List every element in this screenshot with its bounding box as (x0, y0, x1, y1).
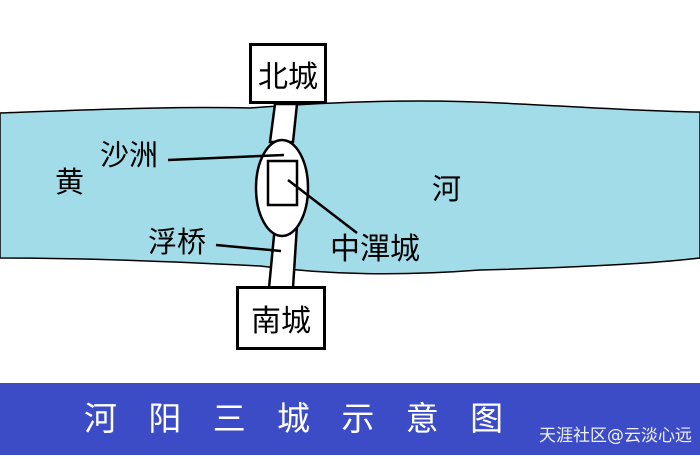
river-left-label: 黄 (55, 165, 85, 199)
bridge-leader (215, 243, 282, 253)
middle-city-leader (287, 179, 358, 234)
river-right-label: 河 (432, 172, 462, 206)
sandbar-label: 沙洲 (100, 138, 159, 172)
river (0, 100, 700, 275)
bridge-north (268, 102, 299, 144)
south-city-label: 南城 (251, 304, 311, 339)
south-city-box: 南城 (236, 286, 326, 350)
middle-city-label: 中潬城 (330, 232, 420, 267)
sandbar-leader (167, 153, 285, 162)
footer-bar (0, 383, 700, 455)
diagram-caption: 河阳三城示意图 (84, 399, 535, 438)
bridge-label: 浮桥 (148, 225, 207, 259)
watermark: 天涯社区@云淡心远 (539, 426, 692, 446)
north-city-box: 北城 (249, 43, 327, 104)
north-city-label: 北城 (258, 59, 318, 95)
